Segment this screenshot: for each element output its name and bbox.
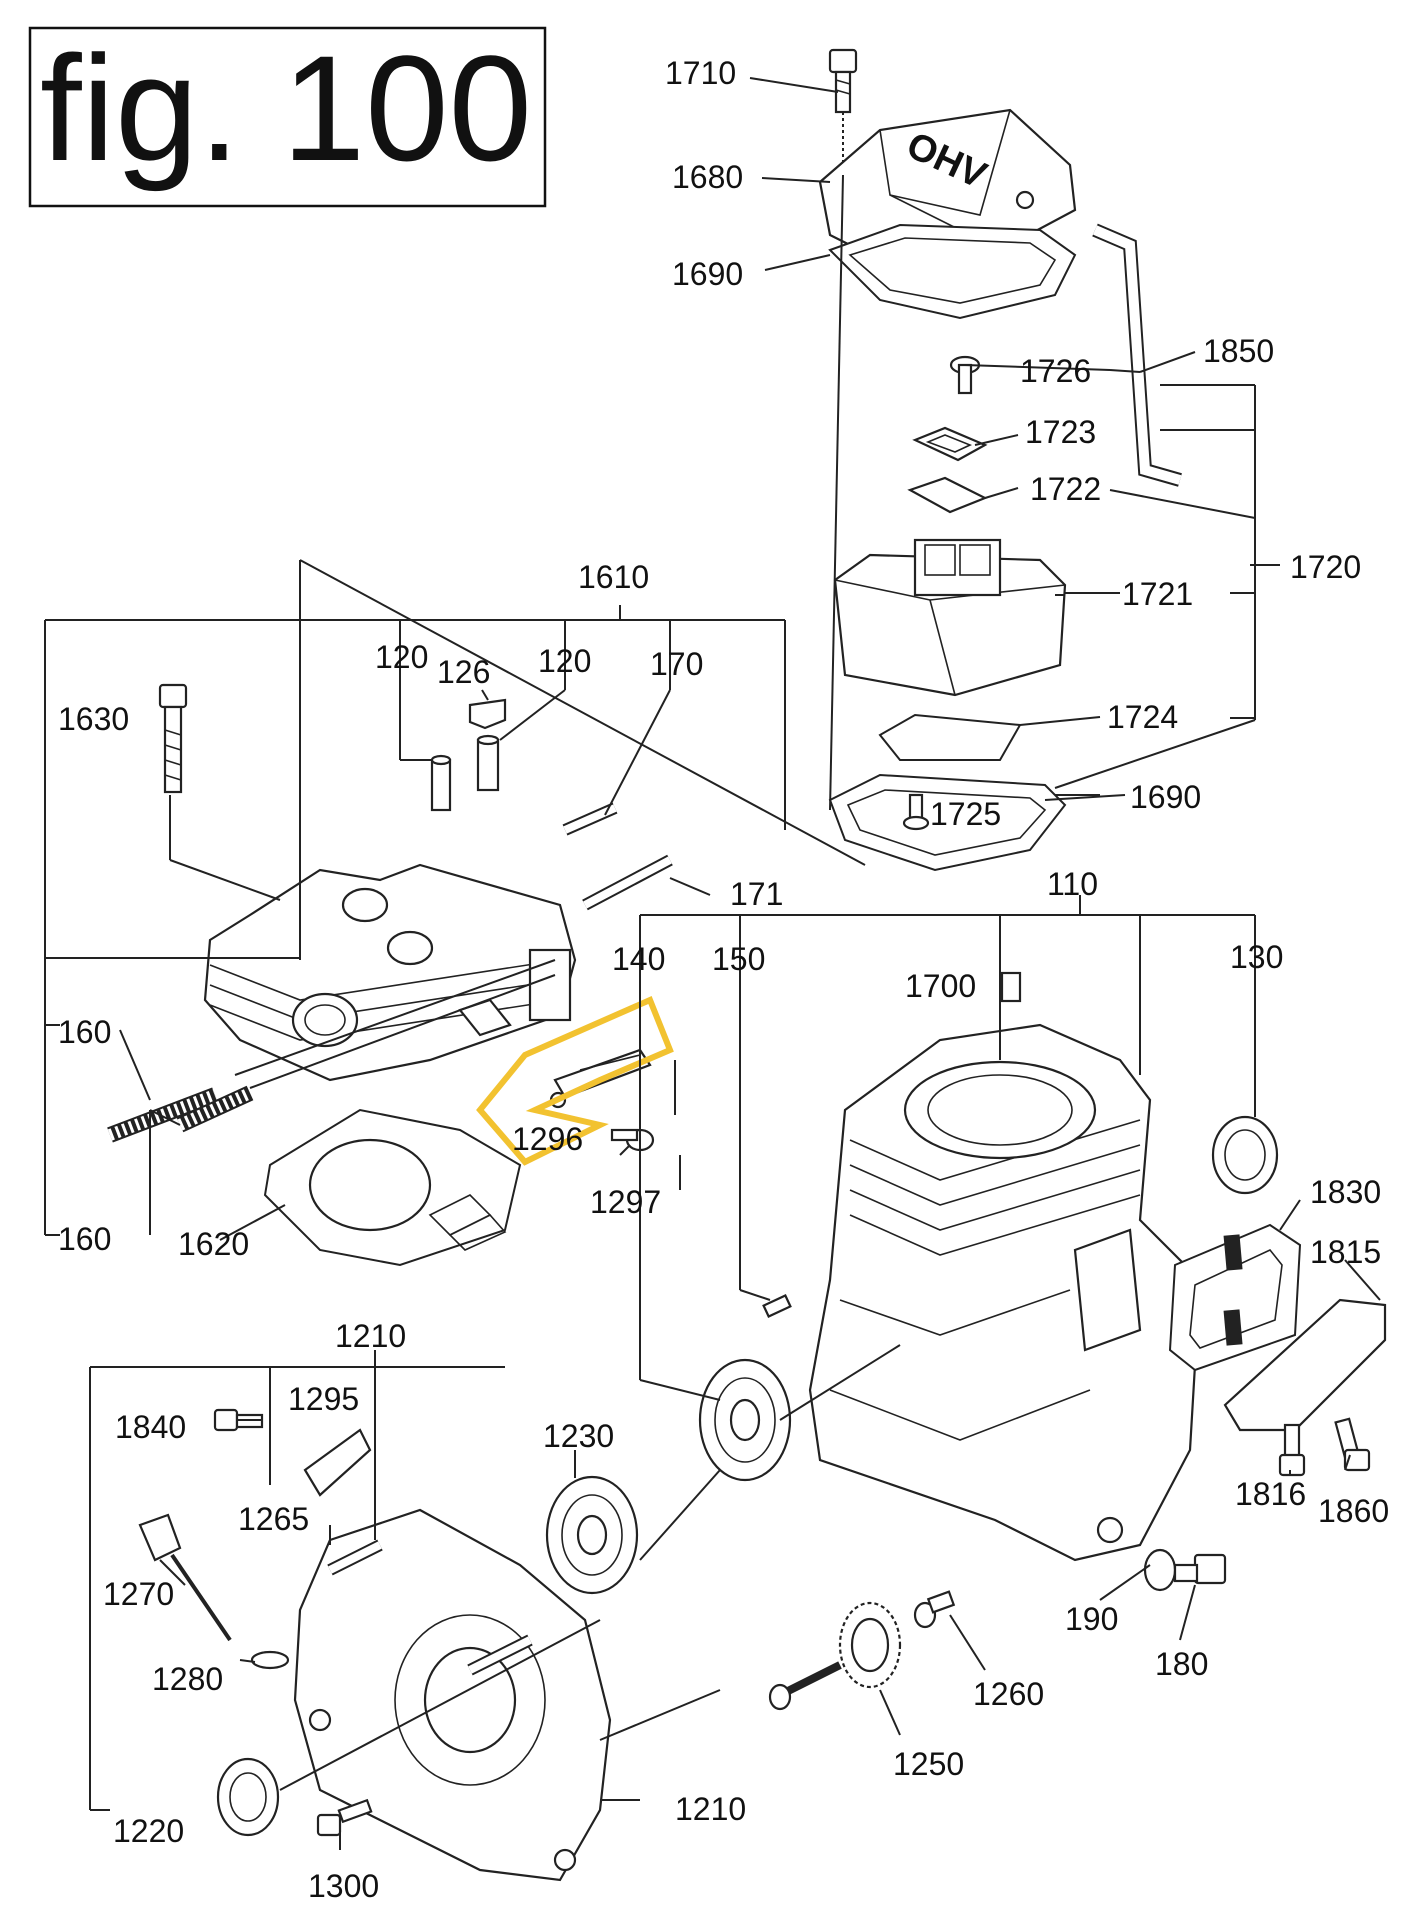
label-180: 180 [1155, 1646, 1208, 1682]
valve-guide-120b-drawing [476, 738, 500, 792]
valve-cover-drawing: OHV [818, 108, 1077, 262]
label-1721: 1721 [1122, 576, 1193, 612]
gasket-1690-bottom-drawing [828, 773, 1067, 872]
label-126: 126 [437, 654, 490, 690]
cylinder-head-assembly [107, 683, 674, 1267]
label-140: 140 [612, 941, 665, 977]
label-1230: 1230 [543, 1418, 614, 1454]
valve-spring-160a-drawing [107, 1087, 218, 1143]
pin-1700-drawing [1000, 971, 1022, 1003]
label-170: 170 [650, 646, 703, 682]
plate-1815-drawing [1223, 1298, 1387, 1432]
label-1830: 1830 [1310, 1174, 1381, 1210]
bolt-1297-drawing [610, 1128, 655, 1152]
bearing-140-drawing [698, 1358, 792, 1482]
oil-seal-130-drawing [1211, 1115, 1279, 1195]
label-1250: 1250 [893, 1746, 964, 1782]
bolt-1710-drawing [828, 48, 858, 175]
label-1610: 1610 [578, 559, 649, 595]
bolt-1860-drawing [1334, 1417, 1371, 1472]
bracket-1295-drawing [303, 1428, 372, 1497]
plate-1723-drawing [912, 426, 988, 462]
governor-gear-1250-drawing [768, 1601, 902, 1711]
screw-1726-drawing [949, 355, 981, 395]
label-1300: 1300 [308, 1868, 379, 1904]
label-171: 171 [730, 876, 783, 912]
dowel-pin-150-drawing [762, 1294, 792, 1318]
label-190: 190 [1065, 1601, 1118, 1637]
valve-cover-assembly: OHV [818, 48, 1182, 872]
label-1630: 1630 [58, 701, 129, 737]
valve-seal-126-drawing [468, 698, 507, 730]
label-120-a: 120 [375, 639, 428, 675]
label-1220: 1220 [113, 1813, 184, 1849]
crankcase-cover-assembly [138, 1408, 956, 1882]
label-1297: 1297 [590, 1184, 661, 1220]
bearing-1230-drawing [545, 1475, 639, 1595]
cylinder-head-drawing [203, 863, 577, 1082]
gasket-1830-drawing [1168, 1223, 1302, 1372]
label-1720: 1720 [1290, 549, 1361, 585]
oil-seal-1220-drawing [216, 1757, 280, 1837]
label-1295: 1295 [288, 1381, 359, 1417]
bolt-1630-drawing [158, 683, 188, 794]
dipstick-1270-drawing [138, 1513, 232, 1642]
figure-title-box: fig. 100 [28, 24, 547, 208]
label-1296: 1296 [512, 1121, 583, 1157]
label-1726: 1726 [1020, 353, 1091, 389]
label-1210-bottom: 1210 [675, 1791, 746, 1827]
label-110: 110 [1047, 866, 1098, 902]
crankcase-drawing [808, 1023, 1202, 1562]
label-1815: 1815 [1310, 1234, 1381, 1270]
label-1690-bottom: 1690 [1130, 779, 1201, 815]
valve-guide-120a-drawing [430, 758, 452, 812]
shaft-1260-drawing [913, 1590, 956, 1629]
label-1850: 1850 [1203, 333, 1274, 369]
label-1710: 1710 [665, 55, 736, 91]
label-160-a: 160 [58, 1014, 111, 1050]
oring-1280-drawing [250, 1650, 290, 1670]
gasket-1690-top-drawing [828, 223, 1077, 320]
label-1725: 1725 [930, 796, 1001, 832]
reed-1722-drawing [907, 476, 988, 514]
washer-190-drawing [1143, 1548, 1177, 1592]
label-1722: 1722 [1030, 471, 1101, 507]
label-1840: 1840 [115, 1409, 186, 1445]
label-120-b: 120 [538, 643, 591, 679]
bolt-1816-drawing [1278, 1423, 1306, 1477]
leader-lines [44, 77, 1381, 1850]
label-1620: 1620 [178, 1226, 249, 1262]
label-160-b: 160 [58, 1221, 111, 1257]
label-1260: 1260 [973, 1676, 1044, 1712]
highlight-1296 [476, 996, 674, 1166]
label-1724: 1724 [1107, 699, 1178, 735]
bolt-1300-drawing [316, 1798, 373, 1837]
drain-plug-180-drawing [1173, 1553, 1227, 1585]
crankcase-assembly [698, 971, 1387, 1592]
label-1210-top: 1210 [335, 1318, 406, 1354]
gasket-1724-drawing [878, 713, 1022, 761]
label-1723: 1723 [1025, 414, 1096, 450]
part-labels: 1710 1680 1690 1726 1850 1723 1722 1720 … [58, 55, 1389, 1904]
crankcase-cover-1210-drawing [293, 1508, 612, 1882]
label-1265: 1265 [238, 1501, 309, 1537]
label-1690-top: 1690 [672, 256, 743, 292]
head-gasket-1620-drawing [263, 1108, 522, 1267]
label-1860: 1860 [1318, 1493, 1389, 1529]
label-1816: 1816 [1235, 1476, 1306, 1512]
label-1700: 1700 [905, 968, 976, 1004]
label-1270: 1270 [103, 1576, 174, 1612]
label-1680: 1680 [672, 159, 743, 195]
valve-spring-160b-drawing [176, 1085, 254, 1133]
label-150: 150 [712, 941, 765, 977]
figure-title: fig. 100 [40, 24, 532, 192]
label-130: 130 [1230, 939, 1283, 975]
label-1280: 1280 [152, 1661, 223, 1697]
breather-case-1721-drawing [833, 538, 1067, 697]
